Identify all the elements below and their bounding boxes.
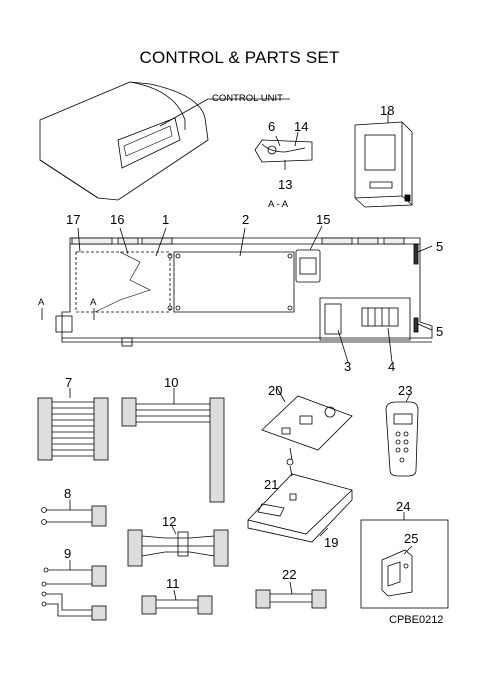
part-number-9: 9 [64, 546, 72, 561]
part-number-25: 25 [404, 531, 419, 546]
harness-22-drawing [255, 581, 327, 609]
receiver-housing-drawing [247, 473, 353, 543]
part-number-24: 24 [396, 499, 411, 514]
part-number-7: 7 [65, 375, 73, 390]
harness-8-drawing [41, 500, 107, 527]
arrow-a-right-label: A [90, 297, 97, 308]
harness-12-drawing [127, 525, 229, 567]
part-number-15: 15 [316, 212, 331, 227]
part-number-6: 6 [268, 119, 276, 134]
part-number-10: 10 [164, 375, 179, 390]
part-number-5-top: 5 [436, 239, 444, 254]
receiver-pcb-drawing [261, 385, 353, 477]
part-number-12: 12 [162, 514, 177, 529]
part-number-22: 22 [282, 567, 297, 582]
part-number-3: 3 [344, 359, 352, 374]
remote-holder-box [360, 512, 449, 609]
section-mark-label: A - A [268, 199, 289, 210]
part-number-21: 21 [264, 477, 279, 492]
wireless-remote-drawing [385, 393, 419, 477]
part-number-18: 18 [380, 103, 395, 118]
part-number-23: 23 [398, 383, 413, 398]
sensor-holder-drawing [254, 131, 313, 170]
harness-7-drawing [37, 388, 109, 461]
part-number-20: 20 [268, 383, 283, 398]
part-number-2: 2 [242, 212, 250, 227]
harness-11-drawing [141, 589, 213, 615]
part-number-5-bottom: 5 [436, 324, 444, 339]
drawing-code: CPBE0212 [389, 614, 444, 626]
diagram-title: CONTROL & PARTS SET [139, 48, 340, 67]
part-number-16: 16 [110, 212, 125, 227]
part-number-8: 8 [64, 486, 72, 501]
wired-remote-drawing [354, 112, 413, 208]
harness-10-drawing [121, 388, 225, 503]
part-number-13: 13 [278, 177, 293, 192]
part-number-11: 11 [166, 576, 180, 591]
part-number-1: 1 [162, 212, 170, 227]
arrow-a-left-label: A [38, 297, 45, 308]
indoor-unit-drawing [39, 81, 290, 201]
part-number-17: 17 [66, 212, 81, 227]
part-number-4: 4 [388, 359, 396, 374]
part-number-19: 19 [324, 535, 339, 550]
harness-9-drawing [41, 560, 107, 621]
part-number-14: 14 [294, 119, 309, 134]
chassis-frame-drawing [41, 225, 433, 363]
control-unit-label: CONTROL UNIT [212, 93, 283, 104]
